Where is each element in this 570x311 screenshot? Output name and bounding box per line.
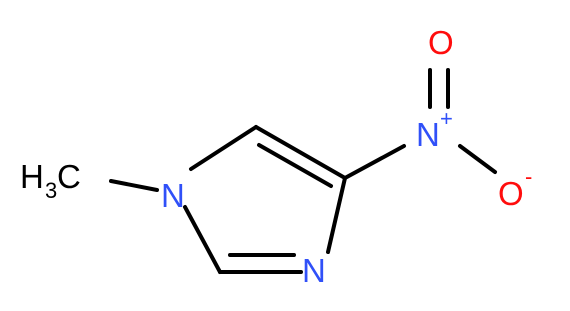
nitro-n-label: N (416, 116, 440, 153)
n1-label: N (161, 177, 185, 214)
bond-c2-n1 (183, 205, 222, 274)
bond-c5-c4-second (257, 143, 333, 188)
bond-c4-n3 (326, 176, 347, 254)
oxygen-bottom-charge: - (525, 164, 532, 189)
nitro-n-charge: + (440, 106, 453, 131)
bond-c4-nitro-n (343, 144, 406, 180)
methyl-subscript: 3 (45, 178, 57, 203)
bond-c5-c4 (254, 125, 347, 180)
bonds (109, 68, 497, 274)
methyl-h-label: H (20, 158, 44, 195)
n3-label: N (302, 252, 326, 289)
bond-n1-c5 (189, 125, 258, 171)
methyl-c-label: C (57, 158, 81, 195)
atom-labels: H 3 C N N N + O O - (20, 24, 532, 289)
oxygen-top-label: O (428, 24, 454, 61)
bond-nitro-o-bottom (458, 144, 497, 174)
bond-methyl-n1 (109, 179, 159, 192)
oxygen-bottom-label: O (498, 175, 524, 212)
